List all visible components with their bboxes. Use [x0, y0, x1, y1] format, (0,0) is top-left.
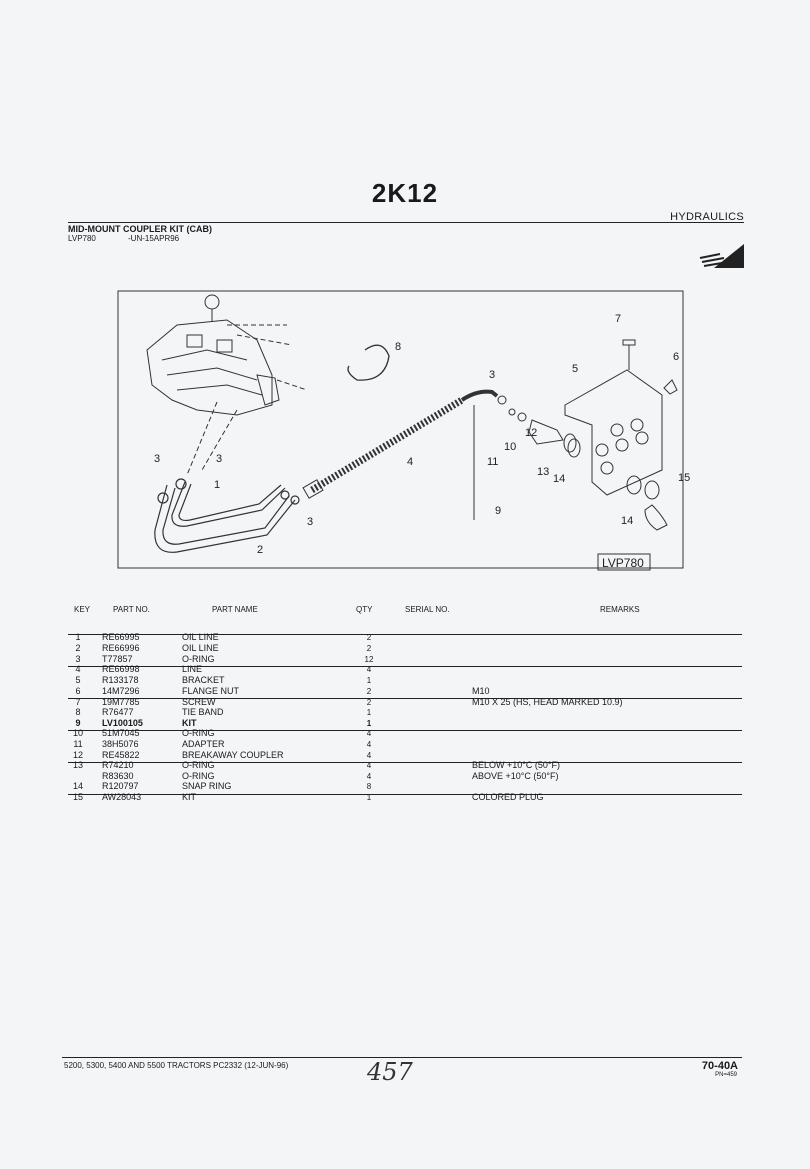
direction-arrow-icon: [699, 244, 744, 268]
callout-7: 7: [615, 313, 621, 325]
section-name: HYDRAULICS: [670, 211, 744, 223]
callout-14: 14: [553, 473, 565, 485]
kit-title: MID-MOUNT COUPLER KIT (CAB): [68, 224, 212, 234]
coupler-assembly: [508, 408, 581, 458]
table-rule: [68, 762, 742, 763]
col-serial-no: SERIAL NO.: [405, 605, 450, 614]
kit-code: LVP780: [68, 234, 96, 243]
table-rule: [68, 698, 742, 699]
table-rule: [68, 634, 742, 635]
callout-1: 1: [214, 479, 220, 491]
diagram-callouts: 1 2 3 4 5 6 7 8 9 10 11 12 13 14 15 3 3 …: [154, 313, 690, 556]
handwritten-page-number: 457: [367, 1058, 413, 1086]
footer-page-ref: 70-40A: [701, 1060, 738, 1072]
col-part-no: PART NO.: [113, 605, 150, 614]
callout-5: 5: [572, 363, 578, 375]
col-qty: QTY: [356, 605, 373, 614]
callout-3d: 3: [216, 453, 222, 465]
tie-band: [347, 344, 390, 381]
callout-4: 4: [407, 456, 413, 468]
callout-14b: 14: [621, 515, 633, 527]
col-remarks: REMARKS: [600, 605, 640, 614]
callout-13: 13: [537, 466, 549, 478]
callout-3b: 3: [489, 369, 495, 381]
footer-text: 5200, 5300, 5400 AND 5500 TRACTORS PC233…: [64, 1061, 289, 1070]
col-key: KEY: [74, 605, 91, 614]
callout-15: 15: [678, 472, 690, 484]
footer-rule: [62, 1057, 742, 1058]
bracket: [564, 339, 678, 531]
callout-2: 2: [257, 544, 263, 556]
table-rule: [68, 666, 742, 667]
callout-9: 9: [495, 505, 501, 517]
callout-3c: 3: [307, 516, 313, 528]
callout-8: 8: [395, 341, 401, 353]
kit-date: -UN-15APR96: [128, 234, 180, 243]
callout-10: 10: [504, 441, 516, 453]
diagram-label-box: [597, 553, 651, 571]
diagram-label: LVP780: [602, 556, 644, 570]
callout-11: 11: [487, 456, 498, 468]
header-rule: [68, 222, 744, 223]
footer-pn: PN=459: [715, 1072, 737, 1078]
table-rule: [68, 794, 742, 795]
callout-12: 12: [525, 427, 537, 439]
table-rule: [68, 730, 742, 731]
callout-6: 6: [673, 351, 679, 363]
page-code: 2K12: [371, 178, 439, 208]
callout-3: 3: [154, 453, 160, 465]
parts-diagram: 1 2 3 4 5 6 7 8 9 10 11 12 13 14 15 3 3 …: [117, 290, 690, 571]
valve-assembly: [146, 294, 308, 476]
hydraulic-line: [302, 389, 507, 520]
oil-lines: [154, 478, 300, 553]
col-part-name: PART NAME: [212, 605, 258, 614]
